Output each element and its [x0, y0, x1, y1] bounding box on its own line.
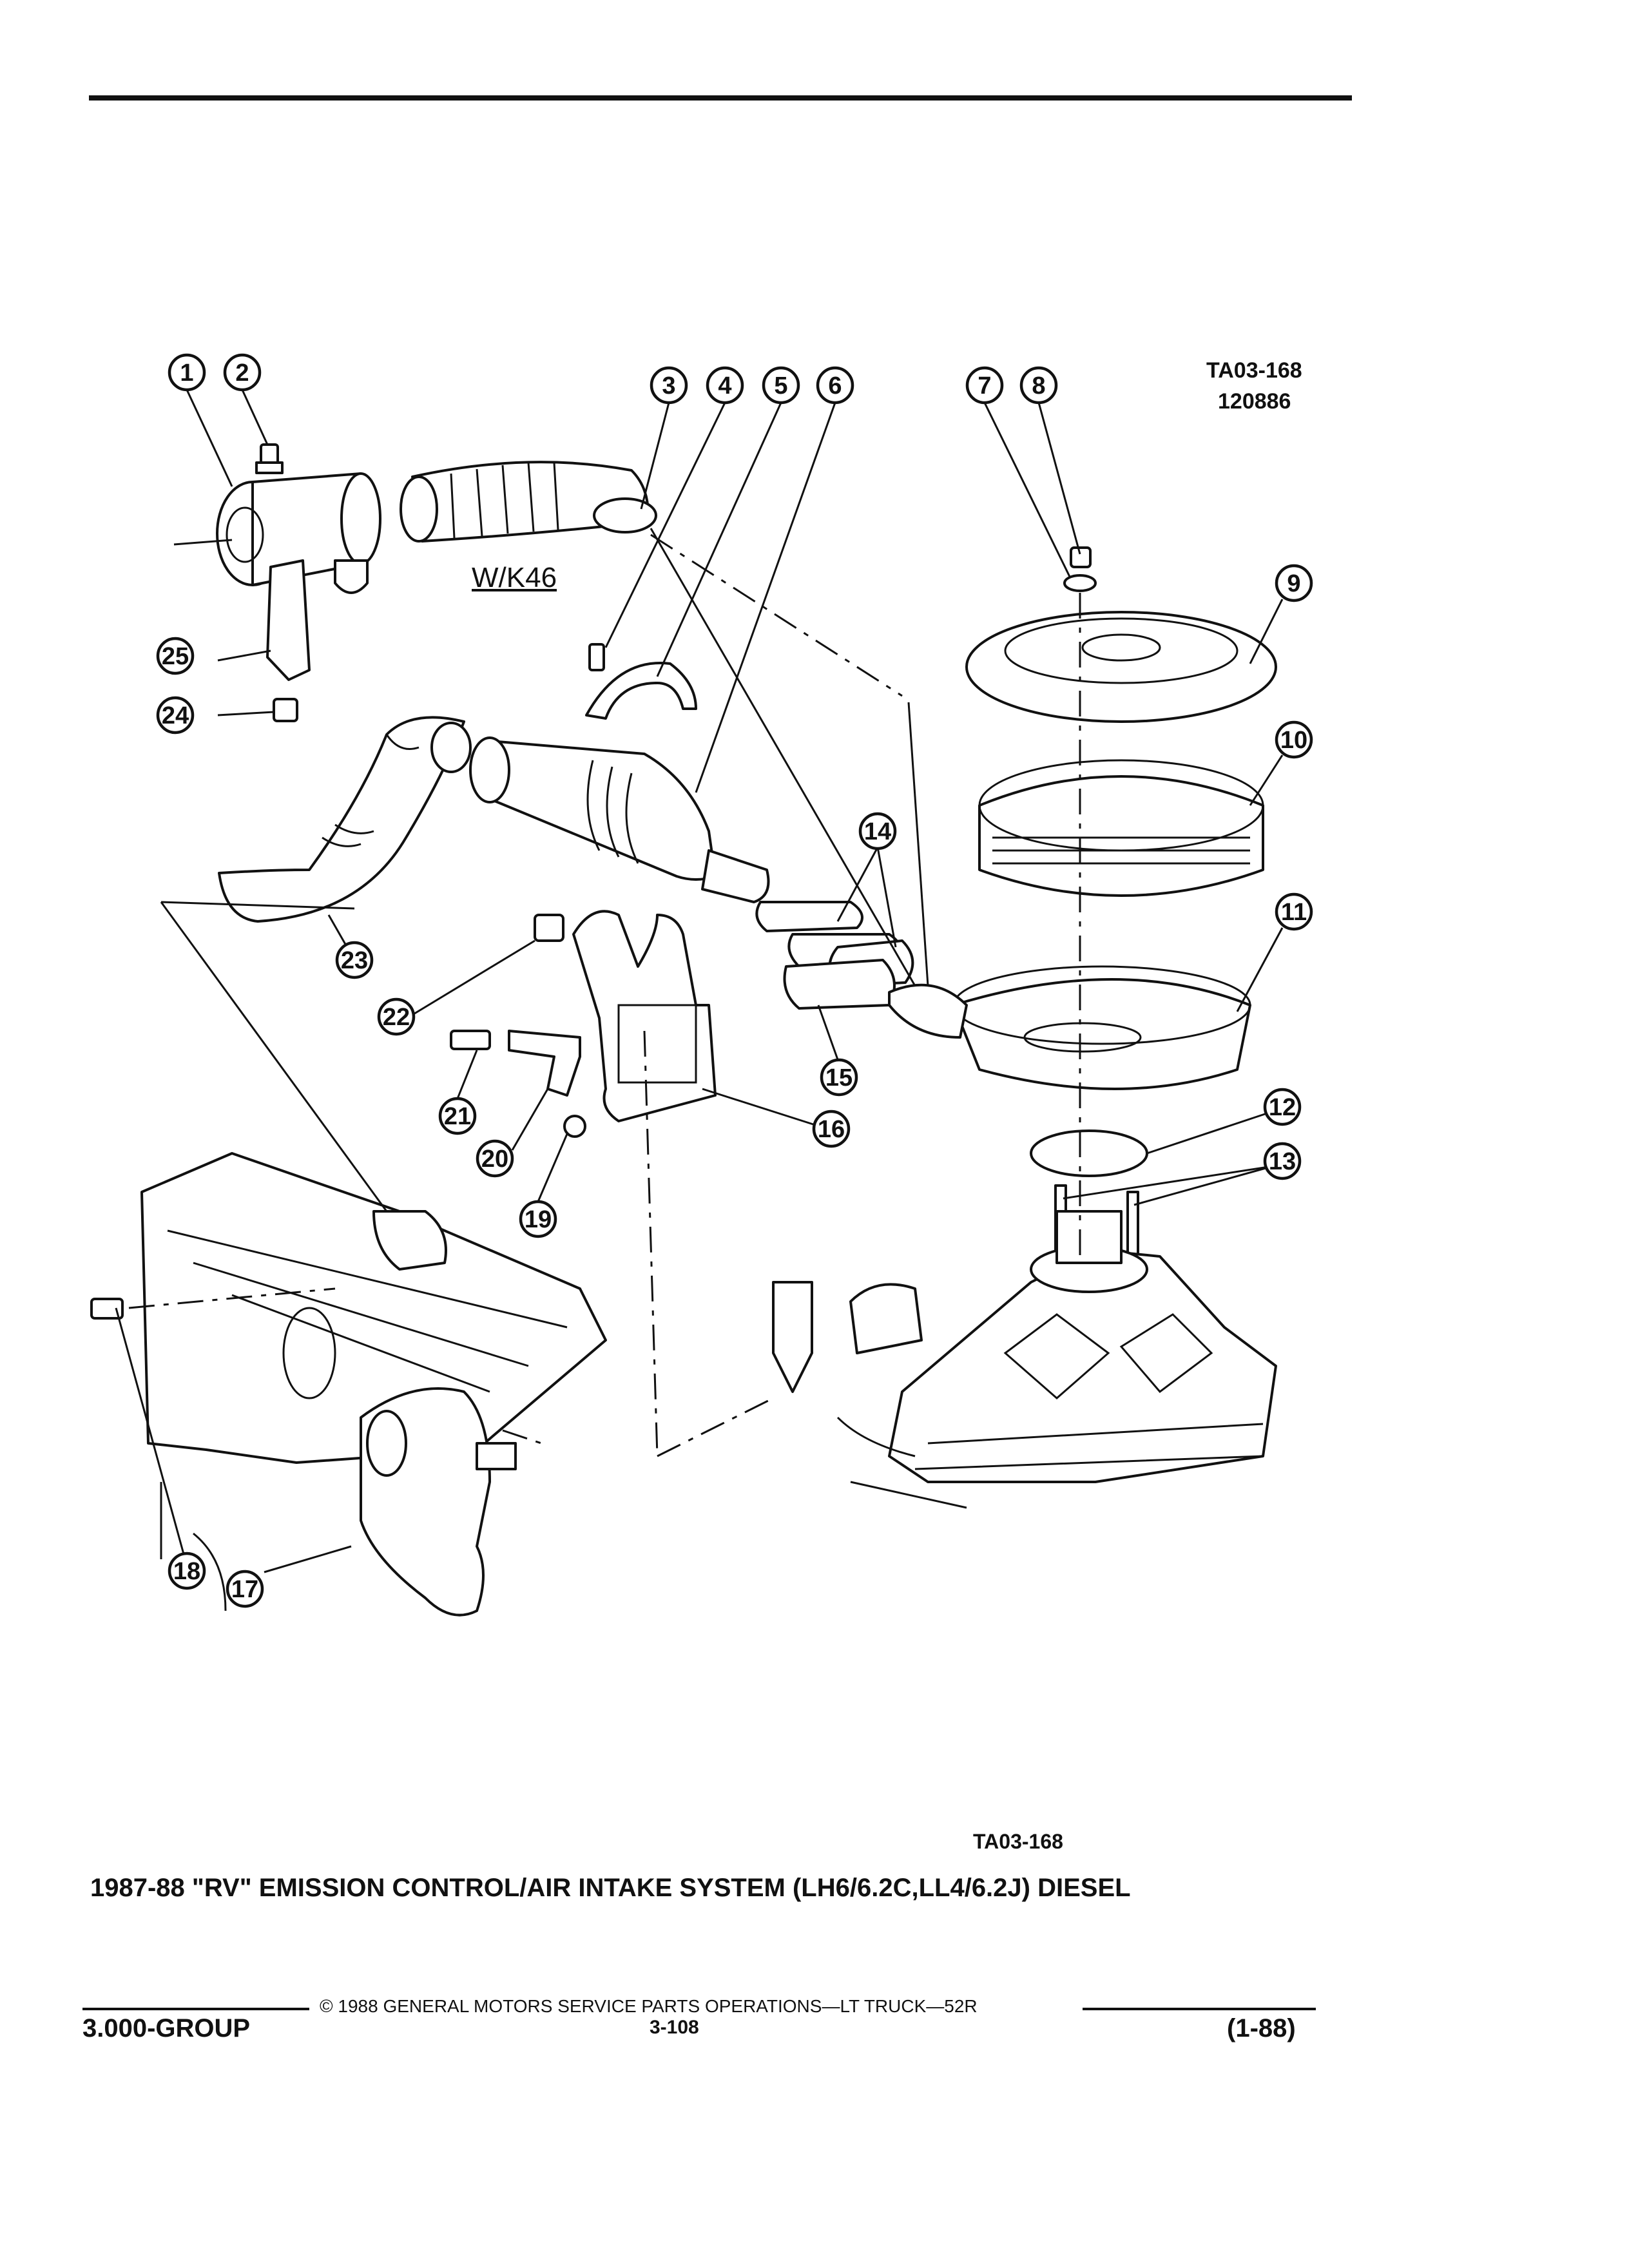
callout-number: 14 — [864, 818, 891, 845]
figure-ref-number: 120886 — [1218, 389, 1291, 414]
figure-ref-code-bottom: TA03-168 — [973, 1830, 1063, 1853]
callout-number: 15 — [825, 1064, 853, 1091]
part-7-washer — [1063, 574, 1097, 592]
part-18-bolt — [90, 1298, 124, 1320]
callout-3: 3 — [650, 366, 688, 405]
callout-number: 17 — [231, 1576, 258, 1603]
part-22-nut — [534, 914, 564, 942]
callout-21: 21 — [438, 1097, 477, 1135]
part-9-cover — [965, 611, 1277, 723]
part-3-duct-upper — [400, 461, 657, 543]
callout-number: 3 — [662, 372, 675, 399]
callout-15: 15 — [820, 1058, 858, 1097]
part-24-nut — [273, 698, 298, 722]
part-6-silencer — [469, 736, 770, 903]
callout-7: 7 — [965, 366, 1004, 405]
callout-4: 4 — [706, 366, 744, 405]
part-20-brace — [508, 1030, 581, 1097]
part-15-adapter — [783, 959, 896, 1010]
callout-9: 9 — [1275, 564, 1313, 602]
callout-number: 8 — [1032, 372, 1045, 399]
part-23-hose — [218, 716, 472, 923]
part-1-resonator — [173, 472, 381, 594]
callout-12: 12 — [1263, 1088, 1302, 1126]
callout-2: 2 — [223, 353, 262, 392]
callout-number: 9 — [1287, 570, 1300, 597]
callout-6: 6 — [816, 366, 854, 405]
callout-19: 19 — [519, 1200, 557, 1238]
callout-number: 20 — [481, 1146, 508, 1173]
part-21-bolt — [450, 1030, 491, 1050]
callout-number: 13 — [1269, 1148, 1296, 1175]
part-25-bracket — [266, 559, 311, 681]
callout-14: 14 — [858, 812, 897, 850]
part-16-bracket — [572, 910, 717, 1122]
part-10-filter-element — [978, 759, 1264, 897]
callout-number: 25 — [162, 643, 189, 670]
variant-label: W/K46 — [472, 562, 557, 593]
footer-date-code: (1-88) — [1227, 2014, 1296, 2042]
callout-number: 12 — [1269, 1094, 1296, 1121]
part-4-bolt — [588, 643, 605, 671]
part-2-bolt — [255, 443, 284, 474]
callout-8: 8 — [1019, 366, 1058, 405]
callout-number: 24 — [162, 702, 189, 729]
callout-20: 20 — [476, 1139, 514, 1178]
callout-number: 2 — [235, 360, 249, 387]
part-11-housing — [888, 965, 1251, 1090]
callout-number: 11 — [1281, 899, 1307, 926]
callout-number: 23 — [341, 947, 368, 974]
callout-number: 22 — [383, 1004, 410, 1031]
part-12-gasket — [1030, 1129, 1148, 1177]
callout-5: 5 — [762, 366, 800, 405]
callout-number: 19 — [525, 1206, 552, 1233]
callout-10: 10 — [1275, 720, 1313, 759]
callout-number: 4 — [718, 372, 731, 399]
callout-16: 16 — [812, 1110, 851, 1148]
part-19-nut — [563, 1115, 586, 1138]
callout-number: 5 — [774, 372, 787, 399]
footer-group: 3.000-GROUP — [82, 2014, 251, 2042]
callout-17: 17 — [226, 1570, 264, 1608]
callout-1: 1 — [168, 353, 206, 392]
engine-intake-manifold — [772, 1210, 1277, 1509]
callout-23: 23 — [335, 941, 374, 979]
callout-number: 21 — [444, 1103, 471, 1130]
callout-number: 16 — [818, 1116, 845, 1143]
header-rule — [89, 95, 1352, 101]
callout-25: 25 — [156, 637, 195, 675]
callout-number: 7 — [978, 372, 991, 399]
callout-number: 6 — [828, 372, 842, 399]
radiator-support — [140, 1152, 607, 1611]
footer-copyright: © 1988 GENERAL MOTORS SERVICE PARTS OPER… — [320, 1996, 978, 2016]
callout-number: 10 — [1280, 727, 1307, 754]
part-17-duct — [360, 1387, 517, 1617]
part-5-clamp — [585, 662, 697, 720]
callout-number: 18 — [173, 1558, 200, 1585]
callout-number: 1 — [180, 360, 193, 387]
footer-page-number: 3-108 — [650, 2017, 699, 2038]
callout-24: 24 — [156, 696, 195, 735]
part-8-wing-nut — [1070, 546, 1092, 568]
figure-title: 1987-88 "RV" EMISSION CONTROL/AIR INTAKE… — [90, 1874, 1131, 1902]
leader-lines — [115, 389, 1284, 1573]
figure-ref-code-top: TA03-168 — [1206, 358, 1302, 383]
callout-13: 13 — [1263, 1142, 1302, 1180]
callout-11: 11 — [1275, 892, 1313, 931]
callout-22: 22 — [377, 997, 416, 1036]
callout-18: 18 — [168, 1552, 206, 1590]
